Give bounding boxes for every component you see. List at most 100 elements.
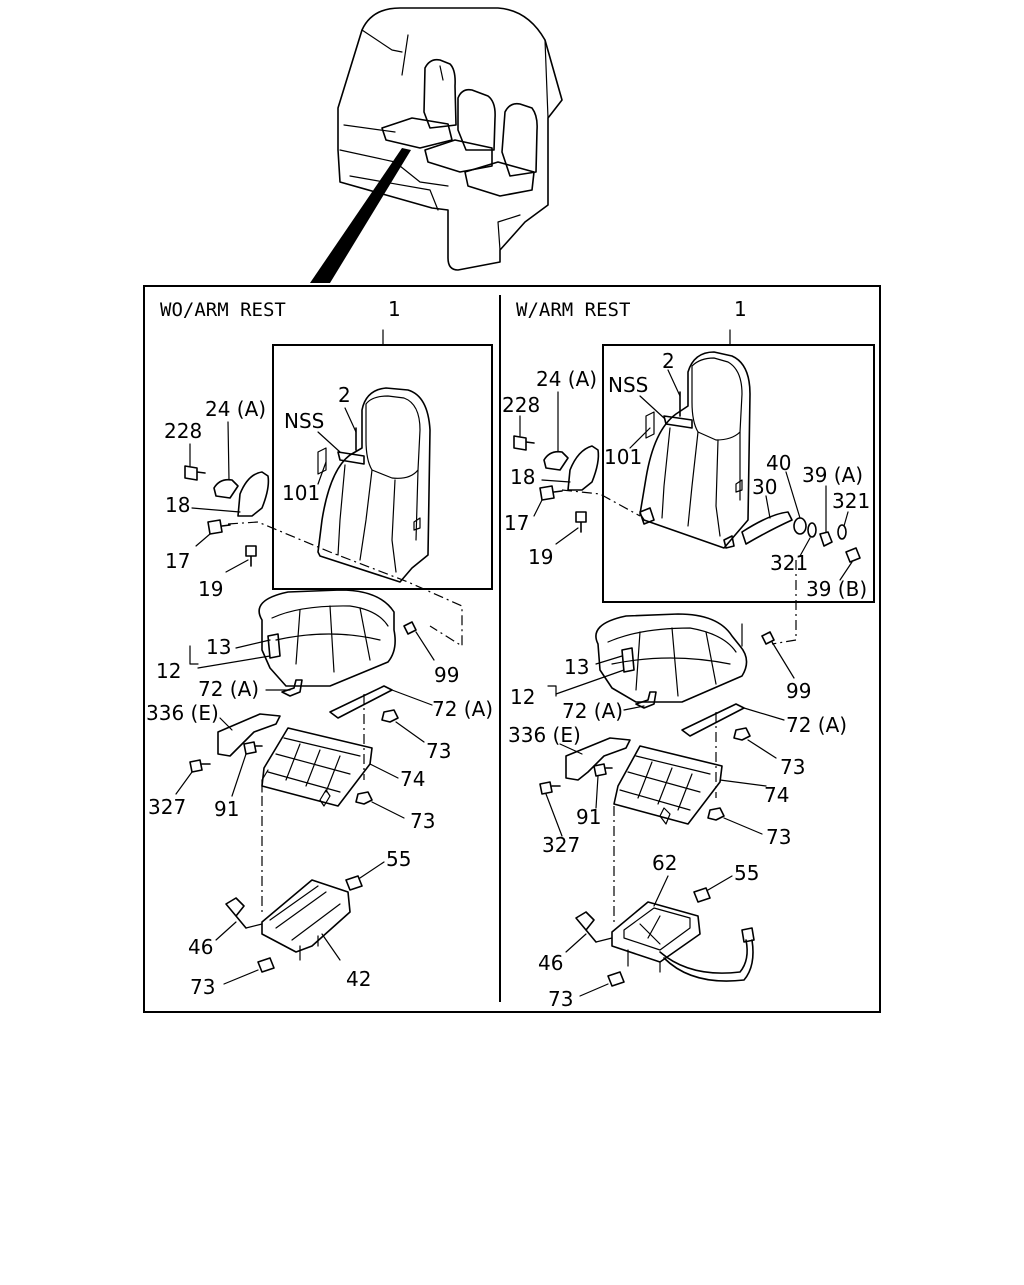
left-rail-small	[281, 679, 303, 697]
label-40: 40	[766, 451, 791, 475]
left-nut-55	[345, 875, 363, 891]
right-bolt-327	[539, 781, 561, 795]
label-101: 101	[604, 445, 642, 469]
right-part-24a	[543, 450, 569, 471]
right-base-62	[611, 901, 701, 963]
right-bolt-19	[575, 511, 587, 533]
label-2: 2	[338, 383, 351, 407]
left-seatback-box	[272, 344, 493, 590]
label-73-c: 73	[190, 975, 215, 999]
label-24a: 24 (A)	[205, 397, 266, 421]
label-99: 99	[434, 663, 459, 687]
label-24a: 24 (A)	[536, 367, 597, 391]
label-72a-1: 72 (A)	[562, 699, 623, 723]
label-73-c: 73	[548, 987, 573, 1011]
left-bolt-91	[243, 741, 263, 755]
left-bolt-17	[207, 519, 231, 535]
label-74: 74	[764, 783, 789, 807]
right-armrest-30	[741, 511, 793, 545]
label-327: 327	[542, 833, 580, 857]
left-rail-72a	[329, 685, 393, 719]
right-bracket-18	[567, 445, 600, 491]
right-nut-55	[693, 887, 711, 903]
right-seatback-box	[602, 344, 875, 603]
right-nut-73-a	[733, 727, 751, 741]
label-17: 17	[504, 511, 529, 535]
label-18: 18	[510, 465, 535, 489]
label-91: 91	[214, 797, 239, 821]
label-nss: NSS	[284, 409, 324, 433]
right-panel-title: W/ARM REST	[516, 299, 630, 321]
label-72a-2: 72 (A)	[786, 713, 847, 737]
left-seat-cushion	[258, 589, 396, 687]
left-seat-frame-74	[261, 727, 373, 807]
left-panel-title: WO/ARM REST	[160, 299, 286, 321]
diagram-frame	[143, 285, 881, 1013]
label-73-a: 73	[426, 739, 451, 763]
label-55: 55	[386, 847, 411, 871]
label-18: 18	[165, 493, 190, 517]
right-seat-cushion	[595, 613, 748, 703]
label-12: 12	[156, 659, 181, 683]
left-bolt-228	[184, 465, 206, 481]
label-327: 327	[148, 795, 186, 819]
left-nut-73-b	[355, 791, 373, 805]
left-part-24a	[213, 478, 239, 499]
label-42: 42	[346, 967, 371, 991]
label-nss: NSS	[608, 373, 648, 397]
right-rail-72a	[681, 703, 745, 737]
right-bushing-40	[793, 517, 807, 535]
label-72a-2: 72 (A)	[432, 697, 493, 721]
label-101: 101	[282, 481, 320, 505]
label-39b: 39 (B)	[806, 577, 867, 601]
label-73-a: 73	[780, 755, 805, 779]
right-part-99	[761, 631, 775, 645]
label-1: 1	[734, 297, 747, 321]
label-17: 17	[165, 549, 190, 573]
label-228: 228	[164, 419, 202, 443]
label-72a-1: 72 (A)	[198, 677, 259, 701]
right-bolt-46	[575, 911, 597, 943]
right-bolt-228	[513, 435, 535, 451]
label-62: 62	[652, 851, 677, 875]
label-73-b: 73	[766, 825, 791, 849]
left-part-99	[403, 621, 417, 635]
label-46: 46	[538, 951, 563, 975]
label-91: 91	[576, 805, 601, 829]
label-39a: 39 (A)	[802, 463, 863, 487]
left-bolt-19	[245, 545, 257, 567]
label-46: 46	[188, 935, 213, 959]
right-seatback	[639, 351, 751, 549]
label-321-a: 321	[770, 551, 808, 575]
right-nut-73-b	[707, 807, 725, 821]
right-nut-73-c	[607, 971, 625, 987]
label-13: 13	[206, 635, 231, 659]
right-nut-39b	[845, 547, 861, 563]
label-19: 19	[198, 577, 223, 601]
label-336e: 336 (E)	[508, 723, 581, 747]
label-336e: 336 (E)	[146, 701, 219, 725]
right-panel: 1 2 NSS 24 (A) 228 101 18 40 39 (A) 30 3…	[502, 297, 875, 1011]
left-nut-73-c	[257, 957, 275, 973]
label-1: 1	[388, 297, 401, 321]
left-seatback	[317, 387, 431, 583]
left-bracket-18	[237, 471, 270, 517]
right-bolt-91	[593, 763, 613, 777]
label-19: 19	[528, 545, 553, 569]
left-panel: 1 2 NSS 24 (A) 228 101 18 17 19 13 12 99…	[146, 297, 493, 999]
label-2: 2	[662, 349, 675, 373]
cab-overview-illustration	[310, 7, 563, 283]
right-seat-frame-74	[613, 745, 723, 825]
left-nut-73-a	[381, 709, 399, 723]
right-washer-321-a	[807, 522, 817, 538]
left-base-42	[261, 879, 351, 953]
left-bolt-46	[225, 897, 247, 929]
right-rail-small	[635, 691, 657, 709]
label-321-b: 321	[832, 489, 870, 513]
label-73-b: 73	[410, 809, 435, 833]
label-30: 30	[752, 475, 777, 499]
label-99: 99	[786, 679, 811, 703]
label-12: 12	[510, 685, 535, 709]
